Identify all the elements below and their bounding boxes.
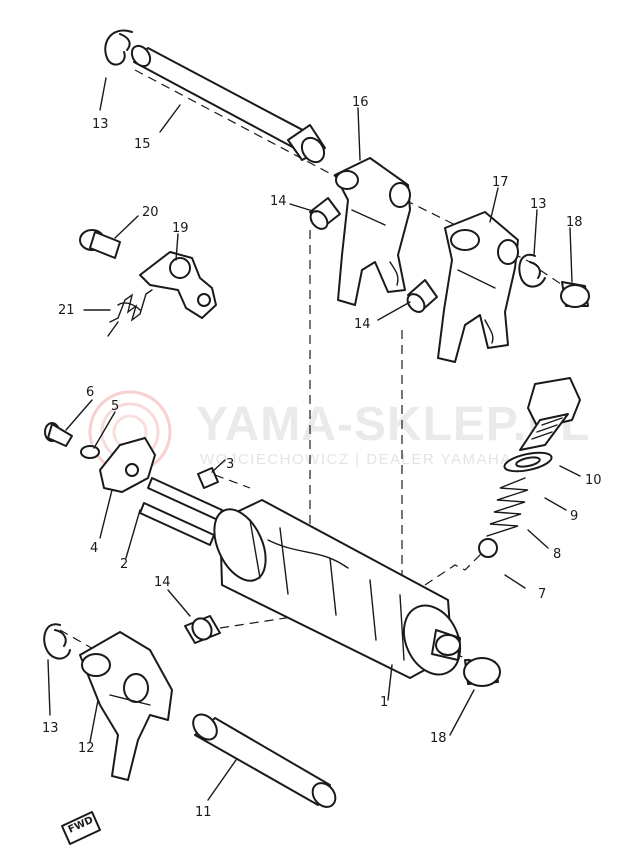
cap-lower bbox=[463, 657, 501, 687]
callout-18-lower: 18 bbox=[430, 731, 447, 746]
lock-washer bbox=[80, 445, 100, 459]
callout-11: 11 bbox=[195, 805, 212, 820]
callout-9: 9 bbox=[570, 509, 578, 524]
callout-14-right: 14 bbox=[354, 317, 371, 332]
circlip-upper-left bbox=[104, 29, 133, 66]
watermark-brand: YAMA-SKLEP.PL bbox=[196, 398, 590, 451]
callout-14: 14 bbox=[270, 194, 287, 209]
callout-6: 6 bbox=[86, 385, 94, 400]
dowel-pin bbox=[197, 467, 219, 489]
callout-3: 3 bbox=[226, 457, 234, 472]
callout-12: 12 bbox=[78, 741, 95, 756]
callout-4: 4 bbox=[90, 541, 98, 556]
shift-fork-shaft-lower bbox=[192, 713, 337, 808]
guide-pin-upper-right bbox=[406, 279, 438, 313]
shift-fork-right bbox=[437, 211, 519, 363]
detent-ball bbox=[478, 538, 498, 558]
torsion-spring bbox=[107, 289, 153, 337]
gasket-washer bbox=[503, 451, 553, 473]
watermark-subtitle: WOJCIECHOWICZ | DEALER YAMAHA bbox=[200, 451, 512, 468]
circlip-right bbox=[518, 253, 546, 288]
compression-spring bbox=[486, 477, 529, 537]
bolt-stopper bbox=[79, 229, 121, 259]
shift-fork-lower bbox=[79, 631, 173, 781]
shift-drum bbox=[213, 499, 462, 679]
stopper-lever bbox=[139, 251, 217, 319]
callout-13-lower: 13 bbox=[42, 721, 59, 736]
watermark: YAMA-SKLEP.PL WOJCIECHOWICZ | DEALER YAM… bbox=[88, 390, 590, 474]
callout-10: 10 bbox=[585, 473, 602, 488]
callout-13: 13 bbox=[92, 117, 109, 132]
alignment-lines bbox=[59, 69, 571, 663]
screw bbox=[44, 422, 73, 447]
callout-19: 19 bbox=[172, 221, 189, 236]
callout-15: 15 bbox=[134, 137, 151, 152]
callout-5: 5 bbox=[111, 399, 119, 414]
callout-17: 17 bbox=[492, 175, 509, 190]
callout-2: 2 bbox=[120, 557, 128, 572]
callout-21: 21 bbox=[58, 303, 75, 318]
segment-plate bbox=[99, 437, 156, 493]
callout-1: 1 bbox=[380, 695, 388, 710]
cam-pins bbox=[139, 477, 223, 546]
guide-pin-upper-left bbox=[309, 197, 341, 230]
callout-20: 20 bbox=[142, 205, 159, 220]
cap-upper bbox=[560, 281, 590, 308]
callout-labels: 1 2 3 4 5 6 7 8 9 10 11 12 13 14 15 16 1… bbox=[42, 95, 602, 820]
shift-fork-shaft-upper bbox=[130, 44, 326, 164]
callout-8: 8 bbox=[553, 547, 561, 562]
callout-16: 16 bbox=[352, 95, 369, 110]
callout-7: 7 bbox=[538, 587, 546, 602]
circlip-lower-left bbox=[43, 623, 71, 660]
callout-14-lower: 14 bbox=[154, 575, 171, 590]
callout-18: 18 bbox=[566, 215, 583, 230]
guide-pin-lower bbox=[184, 615, 221, 644]
plug-bolt bbox=[519, 377, 581, 451]
shift-fork-middle bbox=[334, 157, 411, 306]
fwd-direction-badge: FWD bbox=[61, 811, 101, 845]
leader-lines bbox=[47, 77, 581, 801]
callout-13-right: 13 bbox=[530, 197, 547, 212]
